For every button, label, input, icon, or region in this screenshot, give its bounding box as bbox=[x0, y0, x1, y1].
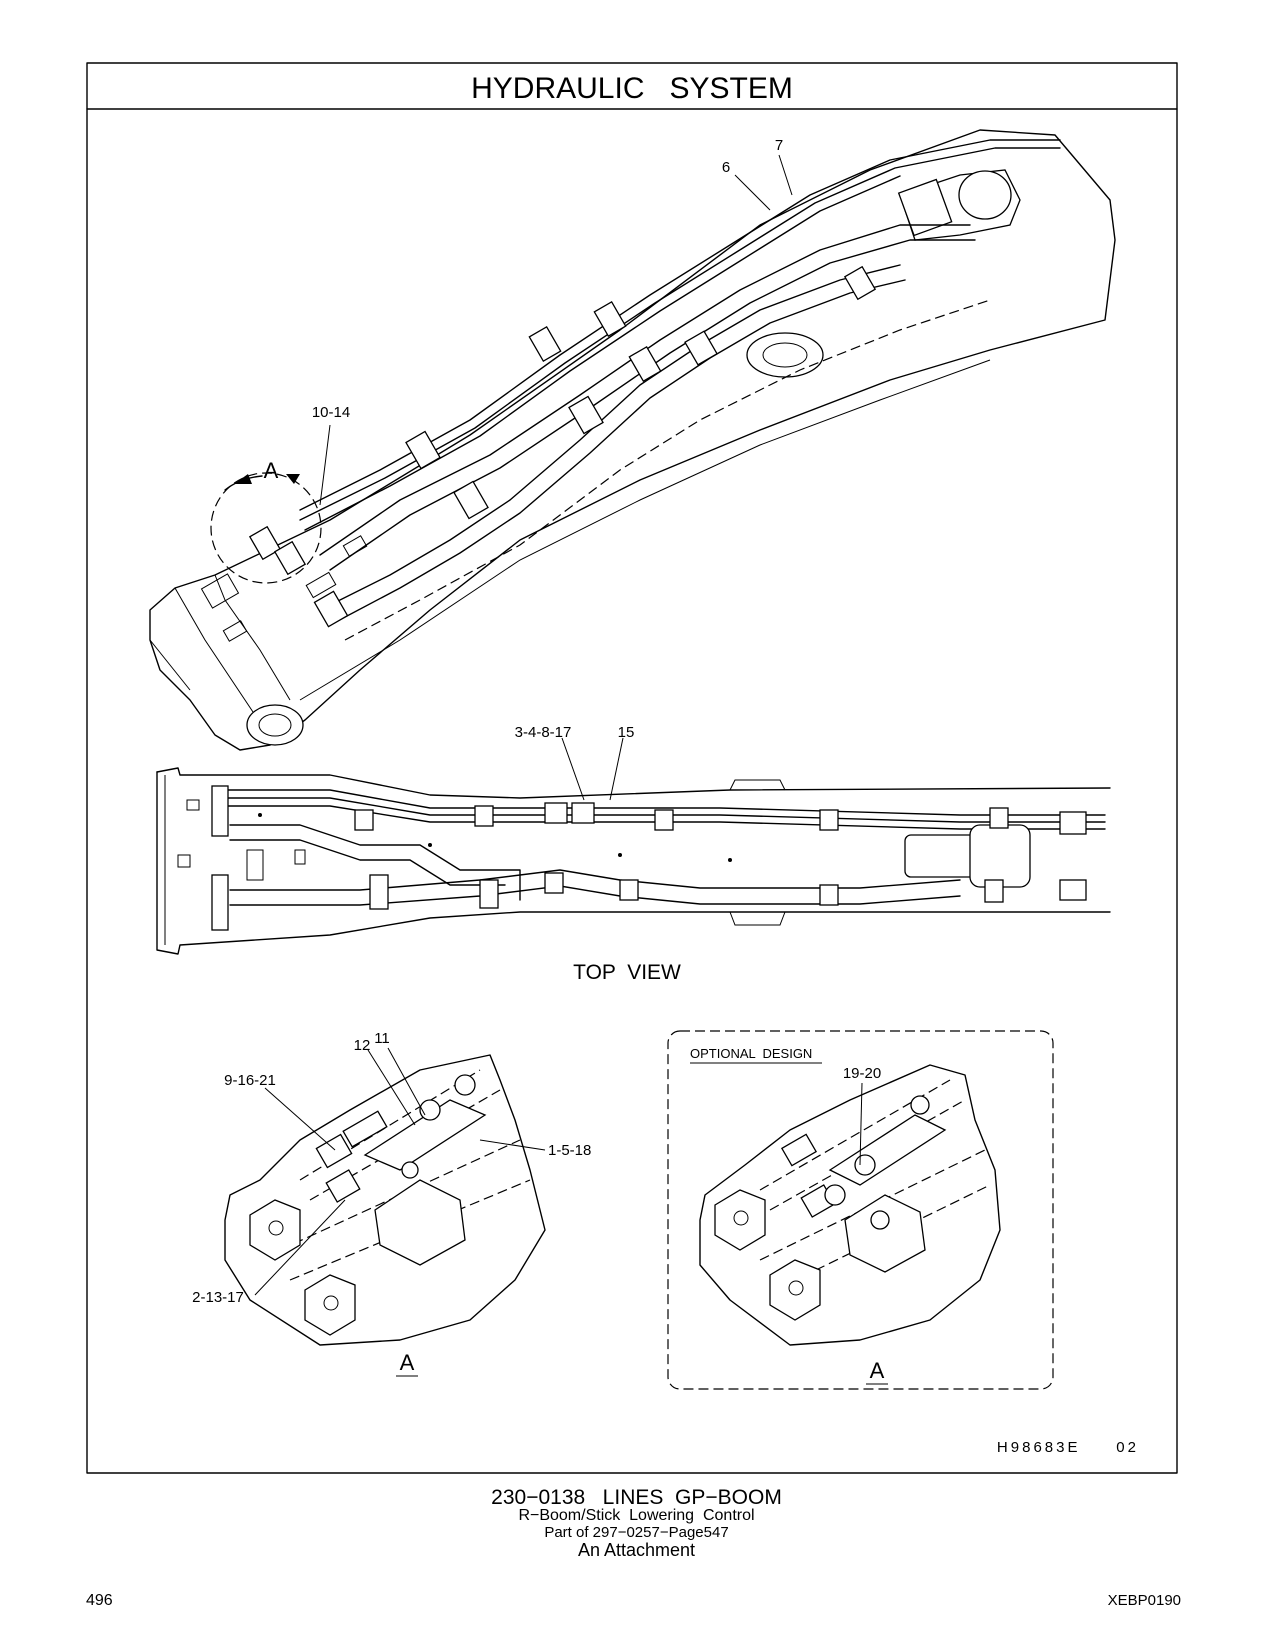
optional-design-label: OPTIONAL DESIGN bbox=[690, 1046, 812, 1061]
detail-view-marker-a: A bbox=[264, 458, 279, 483]
callout-12: 12 bbox=[354, 1037, 371, 1054]
callout-1-5-18: 1-5-18 bbox=[548, 1142, 591, 1159]
illustration-id: H98683E 02 bbox=[997, 1439, 1139, 1456]
optional-design-view bbox=[699, 1064, 1001, 1346]
callout-10-14: 10-14 bbox=[312, 404, 350, 421]
optional-detail-a-label: A bbox=[870, 1358, 885, 1383]
section-title: HYDRAULIC SYSTEM bbox=[471, 72, 793, 105]
illustration-frame bbox=[86, 62, 1178, 1474]
callout-15: 15 bbox=[618, 724, 635, 741]
footer-description: R−Boom/Stick Lowering Control bbox=[518, 1507, 755, 1524]
top-view-label: TOP VIEW bbox=[573, 961, 681, 984]
footer-part-of: Part of 297−0257−Page547 bbox=[544, 1524, 729, 1541]
detail-a-label: A bbox=[400, 1350, 415, 1375]
page-number: 496 bbox=[86, 1592, 113, 1609]
document-code: XEBP0190 bbox=[1107, 1592, 1181, 1609]
callout-9-16-21: 9-16-21 bbox=[224, 1072, 276, 1089]
footer-part-number-title: 230−0138 LINES GP−BOOM bbox=[491, 1486, 782, 1509]
boom-top-view bbox=[156, 737, 1111, 955]
footer-attachment: An Attachment bbox=[577, 1540, 696, 1560]
detail-a-view bbox=[224, 1047, 546, 1346]
callout-6: 6 bbox=[722, 159, 730, 176]
callout-19-20: 19-20 bbox=[843, 1065, 881, 1082]
callout-7: 7 bbox=[775, 137, 783, 154]
callout-11: 11 bbox=[374, 1030, 390, 1047]
callout-3-4-8-17: 3-4-8-17 bbox=[515, 724, 572, 741]
boom-isometric-view bbox=[149, 129, 1116, 751]
callout-2-13-17: 2-13-17 bbox=[192, 1289, 244, 1306]
optional-design-frame bbox=[667, 1030, 1054, 1390]
